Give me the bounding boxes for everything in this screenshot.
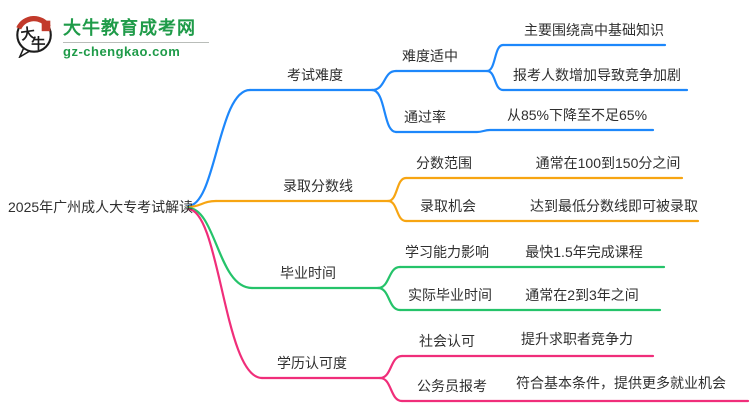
mindmap-root-label: 2025年广州成人大专考试解读 <box>8 199 194 215</box>
branch-label-graduation-time: 毕业时间 <box>280 265 336 281</box>
node-label-civil-service-exam: 公务员报考 <box>417 378 487 394</box>
mindmap-edge <box>485 69 505 92</box>
leaf-label-more-applicants: 报考人数增加导致竞争加剧 <box>513 67 681 83</box>
branch-label-exam-difficulty: 考试难度 <box>287 67 343 83</box>
mindmap-edge <box>186 199 218 209</box>
node-label-moderate-difficulty: 难度适中 <box>402 48 458 64</box>
node-label-admission-chance: 录取机会 <box>420 198 476 214</box>
site-logo: 大 牛 大牛教育成考网 gz-chengkao.com <box>13 12 209 60</box>
logo-divider <box>63 42 209 43</box>
leaf-label-100-150: 通常在100到150分之间 <box>535 155 681 171</box>
mindmap-edge <box>485 43 505 73</box>
leaf-label-pass-rate-drop: 从85%下降至不足65% <box>506 107 648 123</box>
mindmap-edge <box>376 265 402 290</box>
mindmap-edge <box>386 199 408 223</box>
logo-char-niu: 牛 <box>31 34 45 52</box>
leaf-label-fastest-1-5-years: 最快1.5年完成课程 <box>525 244 643 260</box>
logo-char-da: 大 <box>20 24 37 44</box>
leaf-label-job-competitiveness: 提升求职者竞争力 <box>521 331 633 347</box>
leaf-label-more-job-chances: 符合基本条件，提供更多就业机会 <box>516 375 726 391</box>
bull-logo-icon: 大 牛 <box>16 15 52 58</box>
node-label-pass-rate: 通过率 <box>404 109 446 125</box>
branch-label-degree-recognition: 学历认可度 <box>277 355 347 371</box>
mindmap-edge <box>370 69 398 92</box>
mindmap-edge <box>186 207 264 380</box>
node-label-social-recognition: 社会认可 <box>419 333 475 349</box>
leaf-label-high-school-basics: 主要围绕高中基础知识 <box>524 22 664 38</box>
mindmap-edge <box>370 88 398 134</box>
mindmap-edge <box>378 376 404 403</box>
brand-title: 大牛教育成考网 <box>63 18 196 38</box>
node-label-score-range: 分数范围 <box>416 155 472 171</box>
leaf-label-2-3-years: 通常在2到3年之间 <box>525 287 639 303</box>
branch-label-admission-score: 录取分数线 <box>283 178 353 194</box>
mindmap-edge <box>186 206 254 290</box>
node-label-actual-grad-time: 实际毕业时间 <box>408 287 492 303</box>
brand-domain: gz-chengkao.com <box>63 44 181 59</box>
mindmap-edge <box>186 88 252 208</box>
mindmap-edge <box>376 286 402 312</box>
mindmap-edge <box>394 128 655 134</box>
leaf-label-min-score-admit: 达到最低分数线即可被录取 <box>530 198 698 214</box>
node-label-learning-ability: 学习能力影响 <box>405 244 489 260</box>
mindmap-edge <box>378 354 404 380</box>
mindmap-edge <box>386 176 408 203</box>
